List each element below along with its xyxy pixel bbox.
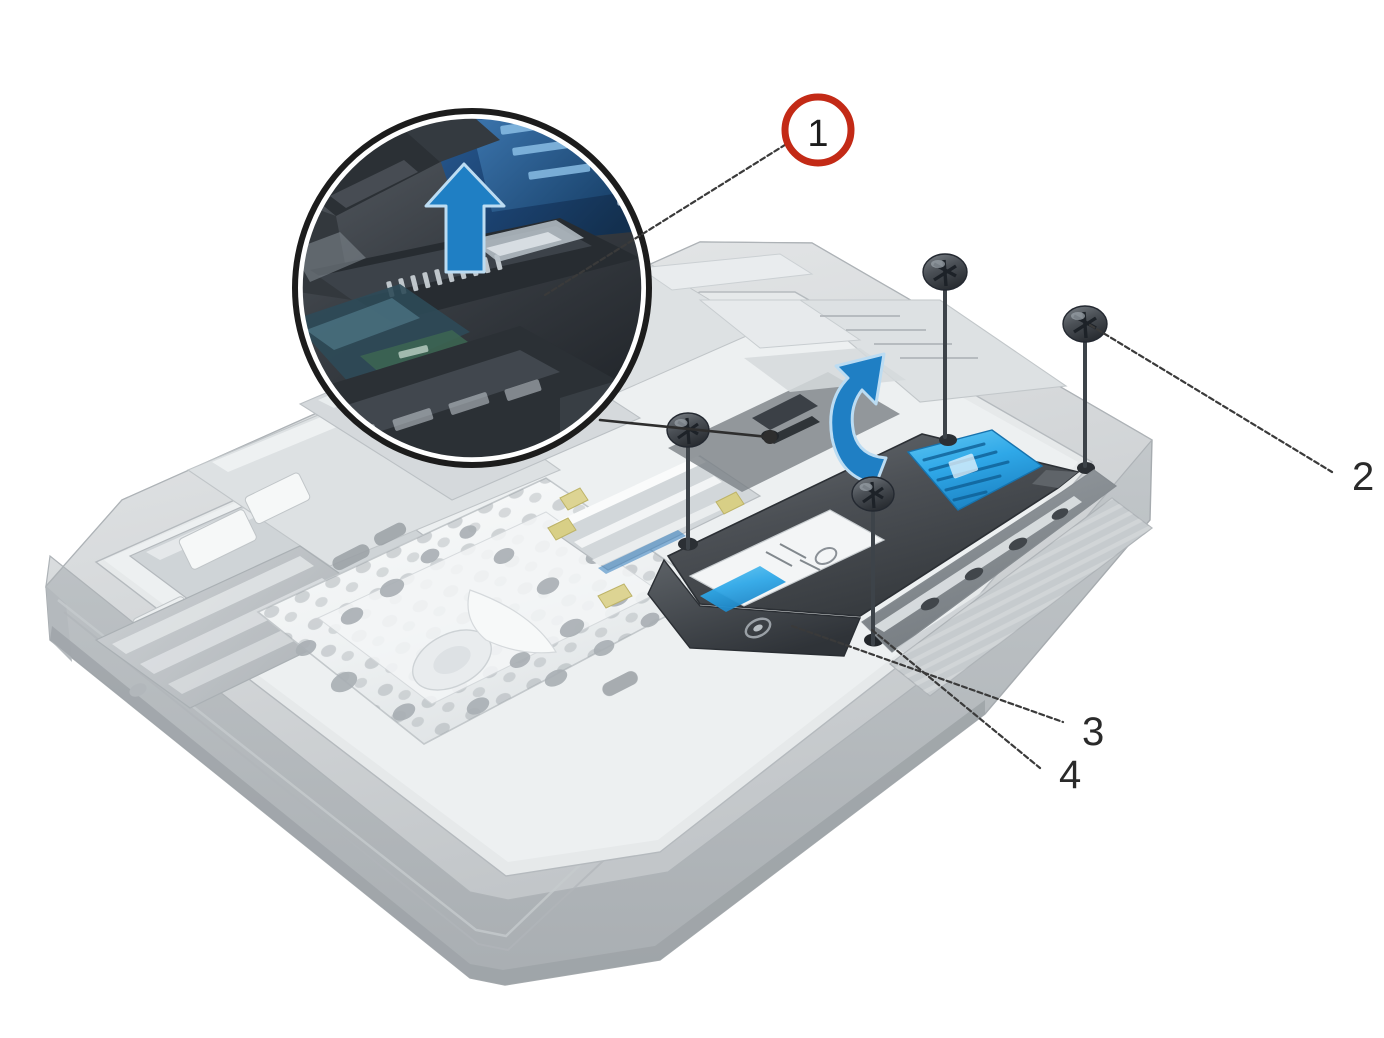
inset-ring-inner	[297, 113, 647, 463]
callout-4-number: 4	[1059, 753, 1081, 797]
inset-pointer-line	[598, 418, 777, 444]
removed-screws	[666, 253, 1108, 646]
callout-3-number: 3	[1082, 710, 1104, 754]
callout-1-leader	[543, 141, 790, 297]
memory-module-slots	[546, 455, 762, 609]
inset-ring-outer	[292, 108, 652, 468]
callout-2-leader	[1088, 323, 1334, 474]
rotate-lift-drive-arrow	[829, 352, 888, 486]
screw-removed-mid-right	[851, 476, 895, 646]
screw-removed-rear-right	[1062, 305, 1108, 468]
callout-1-number: 1	[807, 113, 828, 155]
optical-drive-bay	[861, 469, 1153, 697]
screw-removed-rear-left	[922, 253, 968, 439]
callout-4-leader	[870, 628, 1042, 770]
callout-2-number: 2	[1352, 455, 1374, 499]
callout-1-highlight-ring	[781, 93, 855, 167]
lift-cable-arrow	[424, 162, 506, 274]
callout-3-leader	[790, 624, 1065, 724]
